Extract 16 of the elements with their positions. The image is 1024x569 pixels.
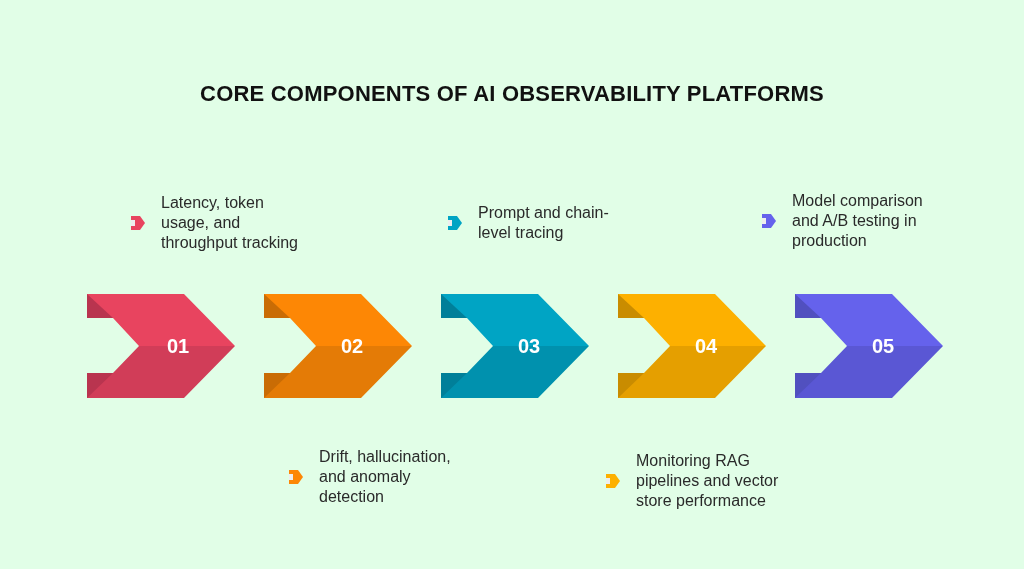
- process-step: [618, 294, 767, 398]
- step-number: 05: [871, 334, 895, 358]
- step-number: 01: [166, 334, 190, 358]
- process-step: [87, 294, 236, 398]
- step-description: Monitoring RAG pipelines and vector store performance: [636, 451, 780, 511]
- step-description: Latency, token usage, and throughput tracking: [161, 193, 299, 253]
- step-description: Prompt and chain-level tracing: [478, 203, 610, 243]
- step-number: 02: [340, 334, 364, 358]
- step-description: Model comparison and A/B testing in production: [792, 191, 924, 251]
- process-step: [441, 294, 590, 398]
- process-step: [264, 294, 413, 398]
- step-number: 04: [694, 334, 718, 358]
- step-number: 03: [517, 334, 541, 358]
- title: CORE COMPONENTS OF AI OBSERVABILITY PLATFORMS: [200, 80, 824, 108]
- process-step: [795, 294, 944, 398]
- step-description: Drift, hallucination, and anomaly detection: [319, 447, 452, 507]
